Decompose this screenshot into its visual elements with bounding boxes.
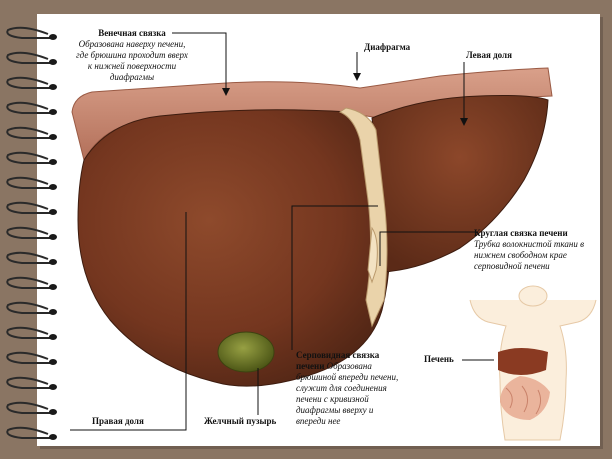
diaphragm-label: Диафрагма xyxy=(364,42,410,52)
coronary-ligament-title: Венечная связка xyxy=(98,28,166,38)
torso-inset xyxy=(470,286,596,440)
round-ligament-desc: Трубка волокнистой ткани в нижнем свобод… xyxy=(474,239,584,271)
coronary-ligament-desc: Образована наверху печени, где брюшина п… xyxy=(76,39,188,82)
left-lobe-label: Левая доля xyxy=(466,50,512,60)
gallbladder-shape xyxy=(218,332,274,372)
round-ligament-title: Круглая связка печени xyxy=(474,228,568,238)
right-lobe-label: Правая доля xyxy=(92,416,144,426)
coronary-ligament-label: Венечная связка Образована наверху печен… xyxy=(76,28,188,83)
gallbladder-label: Желчный пузырь xyxy=(204,416,276,426)
liver-inset-label: Печень xyxy=(424,354,454,364)
falciform-ligament-label: Серповидная связка печени Образована брю… xyxy=(296,350,400,427)
round-ligament-label: Круглая связка печени Трубка волокнистой… xyxy=(474,228,602,272)
